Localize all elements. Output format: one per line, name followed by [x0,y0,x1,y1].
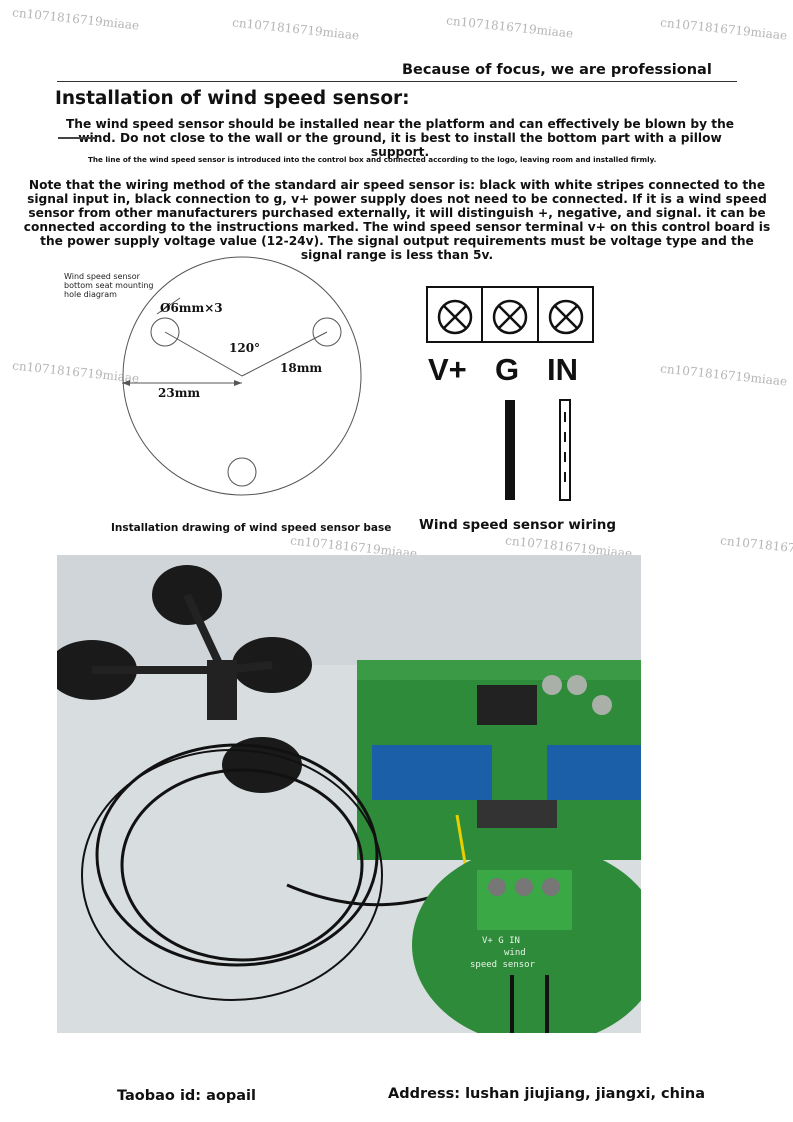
taobao-id: Taobao id: aopail [117,1088,256,1104]
offset-label: 23mm [158,386,201,400]
diagram-label-2: bottom seat mounting [64,281,154,290]
page-title: Installation of wind speed sensor: [55,88,410,109]
watermark: cn1071816719miaae [231,15,360,43]
diagram-label-1: Wind speed sensor [64,272,140,281]
watermark: cn1071816719miaae [445,13,574,41]
terminal-screw-icon [437,299,473,335]
decorative-dash [58,137,96,139]
inset-wind-label: wind [504,948,526,958]
product-photo: V+ G IN wind speed sensor [57,555,641,1033]
wiring-diagram-caption: Wind speed sensor wiring [419,517,616,533]
terminal-label-vplus: V+ [428,352,467,387]
angle-label: 120° [229,341,261,355]
terminal-label-in: IN [547,352,578,387]
inset-speed-sensor-label: speed sensor [470,960,536,970]
wiring-diagram: V+ G IN [420,282,610,510]
header-rule [57,81,737,82]
watermark: cn1071816719miaae [11,5,140,33]
terminal-screw-icon [492,299,528,335]
watermark: cn1071816719miaae [659,15,788,43]
small-note: The line of the wind speed sensor is int… [88,155,657,164]
installation-paragraph: The wind speed sensor should be installe… [65,117,735,159]
inset-terminal-label: V+ G IN [482,936,520,946]
mount-diagram-caption: Installation drawing of wind speed senso… [111,522,392,534]
black-wire [505,400,515,500]
terminal-screw-icon [548,299,584,335]
terminal-block-drawing [426,286,594,501]
hole-size-label: Ø6mm×3 [160,301,223,315]
radius-label: 18mm [280,361,323,375]
watermark: cn1071816719miaae [659,361,788,389]
wiring-paragraph: Note that the wiring method of the stand… [23,178,771,262]
watermark: cn1071816719miaae [719,533,793,561]
diagram-label-3: hole diagram [64,290,117,299]
striped-wire [559,399,571,501]
tagline: Because of focus, we are professional [402,62,712,78]
mount-hole-diagram: Wind speed sensor bottom seat mounting h… [62,252,392,517]
sensor-and-board-photo [57,555,641,1033]
mount-hole-drawing [122,256,362,496]
terminal-label-g: G [495,352,520,387]
address: Address: lushan jiujiang, jiangxi, china [388,1086,706,1102]
